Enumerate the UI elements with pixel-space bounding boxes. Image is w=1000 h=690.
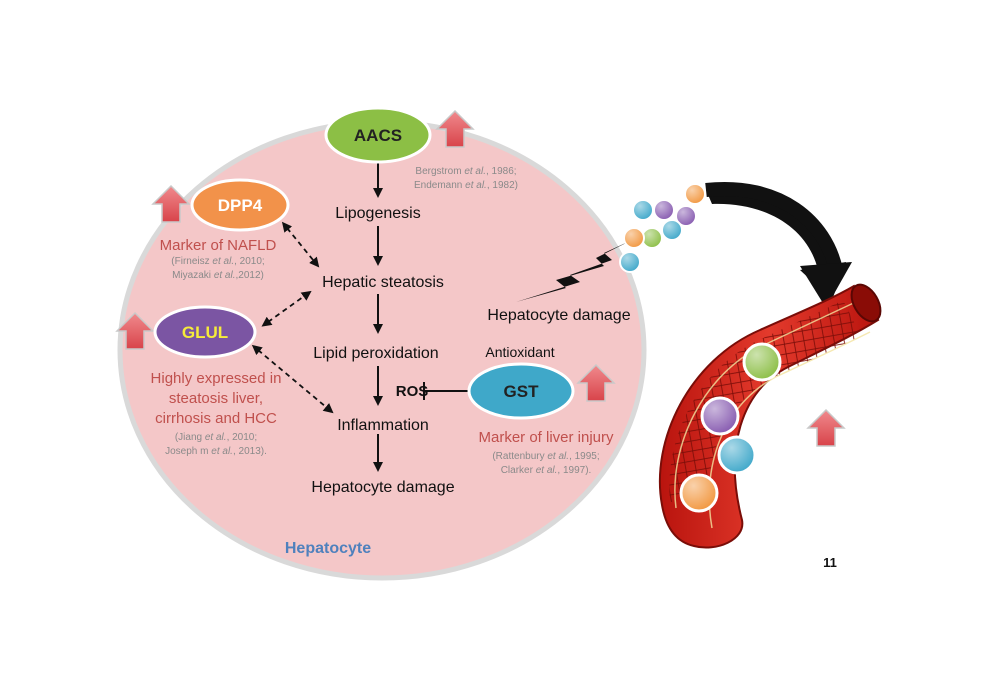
citation-aacs-2: Endemann et al., 1982): [414, 180, 518, 191]
cluster-ball-purple-2-shine: [676, 206, 696, 226]
citation-gst-1: (Rattenbury et al., 1995;: [492, 451, 599, 462]
cluster-ball-green-1-shine: [642, 228, 662, 248]
gst-up-arrow-icon: [576, 363, 616, 402]
hepatocyte-damage-external-label: Hepatocyte damage: [487, 307, 630, 324]
marker-texts: Marker of NAFLD Highly expressed in stea…: [151, 237, 614, 446]
glul-marker-line-1: Highly expressed in: [151, 370, 282, 387]
aacs-label: AACS: [354, 126, 402, 145]
gst-node: GST: [467, 362, 575, 420]
step-inflammation: Inflammation: [337, 417, 429, 434]
released-enzyme-cluster: [619, 183, 706, 273]
step-lipid-peroxidation: Lipid peroxidation: [313, 345, 438, 362]
vessel-ball-purple-shine: [702, 398, 738, 434]
gst-label: GST: [504, 382, 540, 401]
cluster-ball-blue-3-shine: [620, 252, 640, 272]
ros-inhibition: [423, 382, 468, 400]
citation-dpp4-2: Miyazaki et al.,2012): [172, 270, 264, 281]
release-arrow-icon: [705, 182, 843, 272]
citation-dpp4-1: (Firneisz et al., 2010;: [171, 256, 264, 267]
glul-node: GLUL: [153, 305, 257, 359]
vessel-ball-green-shine: [744, 344, 780, 380]
glul-marker-line-3: cirrhosis and HCC: [155, 410, 277, 427]
dpp4-label: DPP4: [218, 196, 263, 215]
ros-label: ROS: [396, 383, 429, 400]
dashed-arrows: [251, 221, 334, 414]
cluster-ball-orange-1-shine: [685, 184, 705, 204]
cluster-ball-orange-2-shine: [624, 228, 644, 248]
circulating-enzymes: [679, 342, 782, 513]
step-lipogenesis: Lipogenesis: [335, 205, 420, 222]
dpp4-marker: Marker of NAFLD: [160, 237, 277, 254]
cluster-ball-blue-2-shine: [662, 220, 682, 240]
step-hepatocyte-damage: Hepatocyte damage: [311, 479, 454, 496]
cluster-ball-purple-1-shine: [654, 200, 674, 220]
lightning-bolt-icon: [516, 240, 632, 302]
serum-level-up-arrow-icon: [806, 408, 846, 447]
page-number: 11: [823, 555, 837, 570]
step-hepatic-steatosis: Hepatic steatosis: [322, 274, 444, 291]
release-arrow: [705, 182, 852, 308]
citation-aacs-1: Bergstrom et al., 1986;: [415, 166, 516, 177]
dpp4-node: DPP4: [190, 178, 290, 232]
pathway-steps: Lipogenesis Hepatic steatosis Lipid pero…: [311, 205, 454, 496]
cluster-ball-blue-1-shine: [633, 200, 653, 220]
vessel-ball-blue-shine: [719, 437, 755, 473]
up-arrows: [115, 109, 846, 447]
dashed-glul-inflammation: [251, 344, 334, 414]
dpp4-up-arrow-icon: [151, 184, 191, 223]
glul-up-arrow-icon: [115, 311, 155, 350]
gst-marker: Marker of liver injury: [478, 429, 614, 446]
glul-label: GLUL: [182, 323, 228, 342]
citation-glul-1: (Jiang et al., 2010;: [175, 432, 257, 443]
aacs-node: AACS: [324, 106, 432, 164]
aacs-up-arrow-icon: [435, 109, 475, 148]
citation-gst-2: Clarker et al., 1997).: [501, 465, 592, 476]
citations: Bergstrom et al., 1986; Endemann et al.,…: [165, 166, 600, 476]
glul-marker-line-2: steatosis liver,: [169, 390, 263, 407]
dashed-dpp4-steatosis: [281, 221, 320, 268]
hepatocyte-label: Hepatocyte: [285, 540, 371, 557]
vessel-ball-orange-shine: [681, 475, 717, 511]
citation-glul-2: Joseph m et al., 2013).: [165, 446, 267, 457]
antioxidant-label: Antioxidant: [485, 344, 554, 360]
